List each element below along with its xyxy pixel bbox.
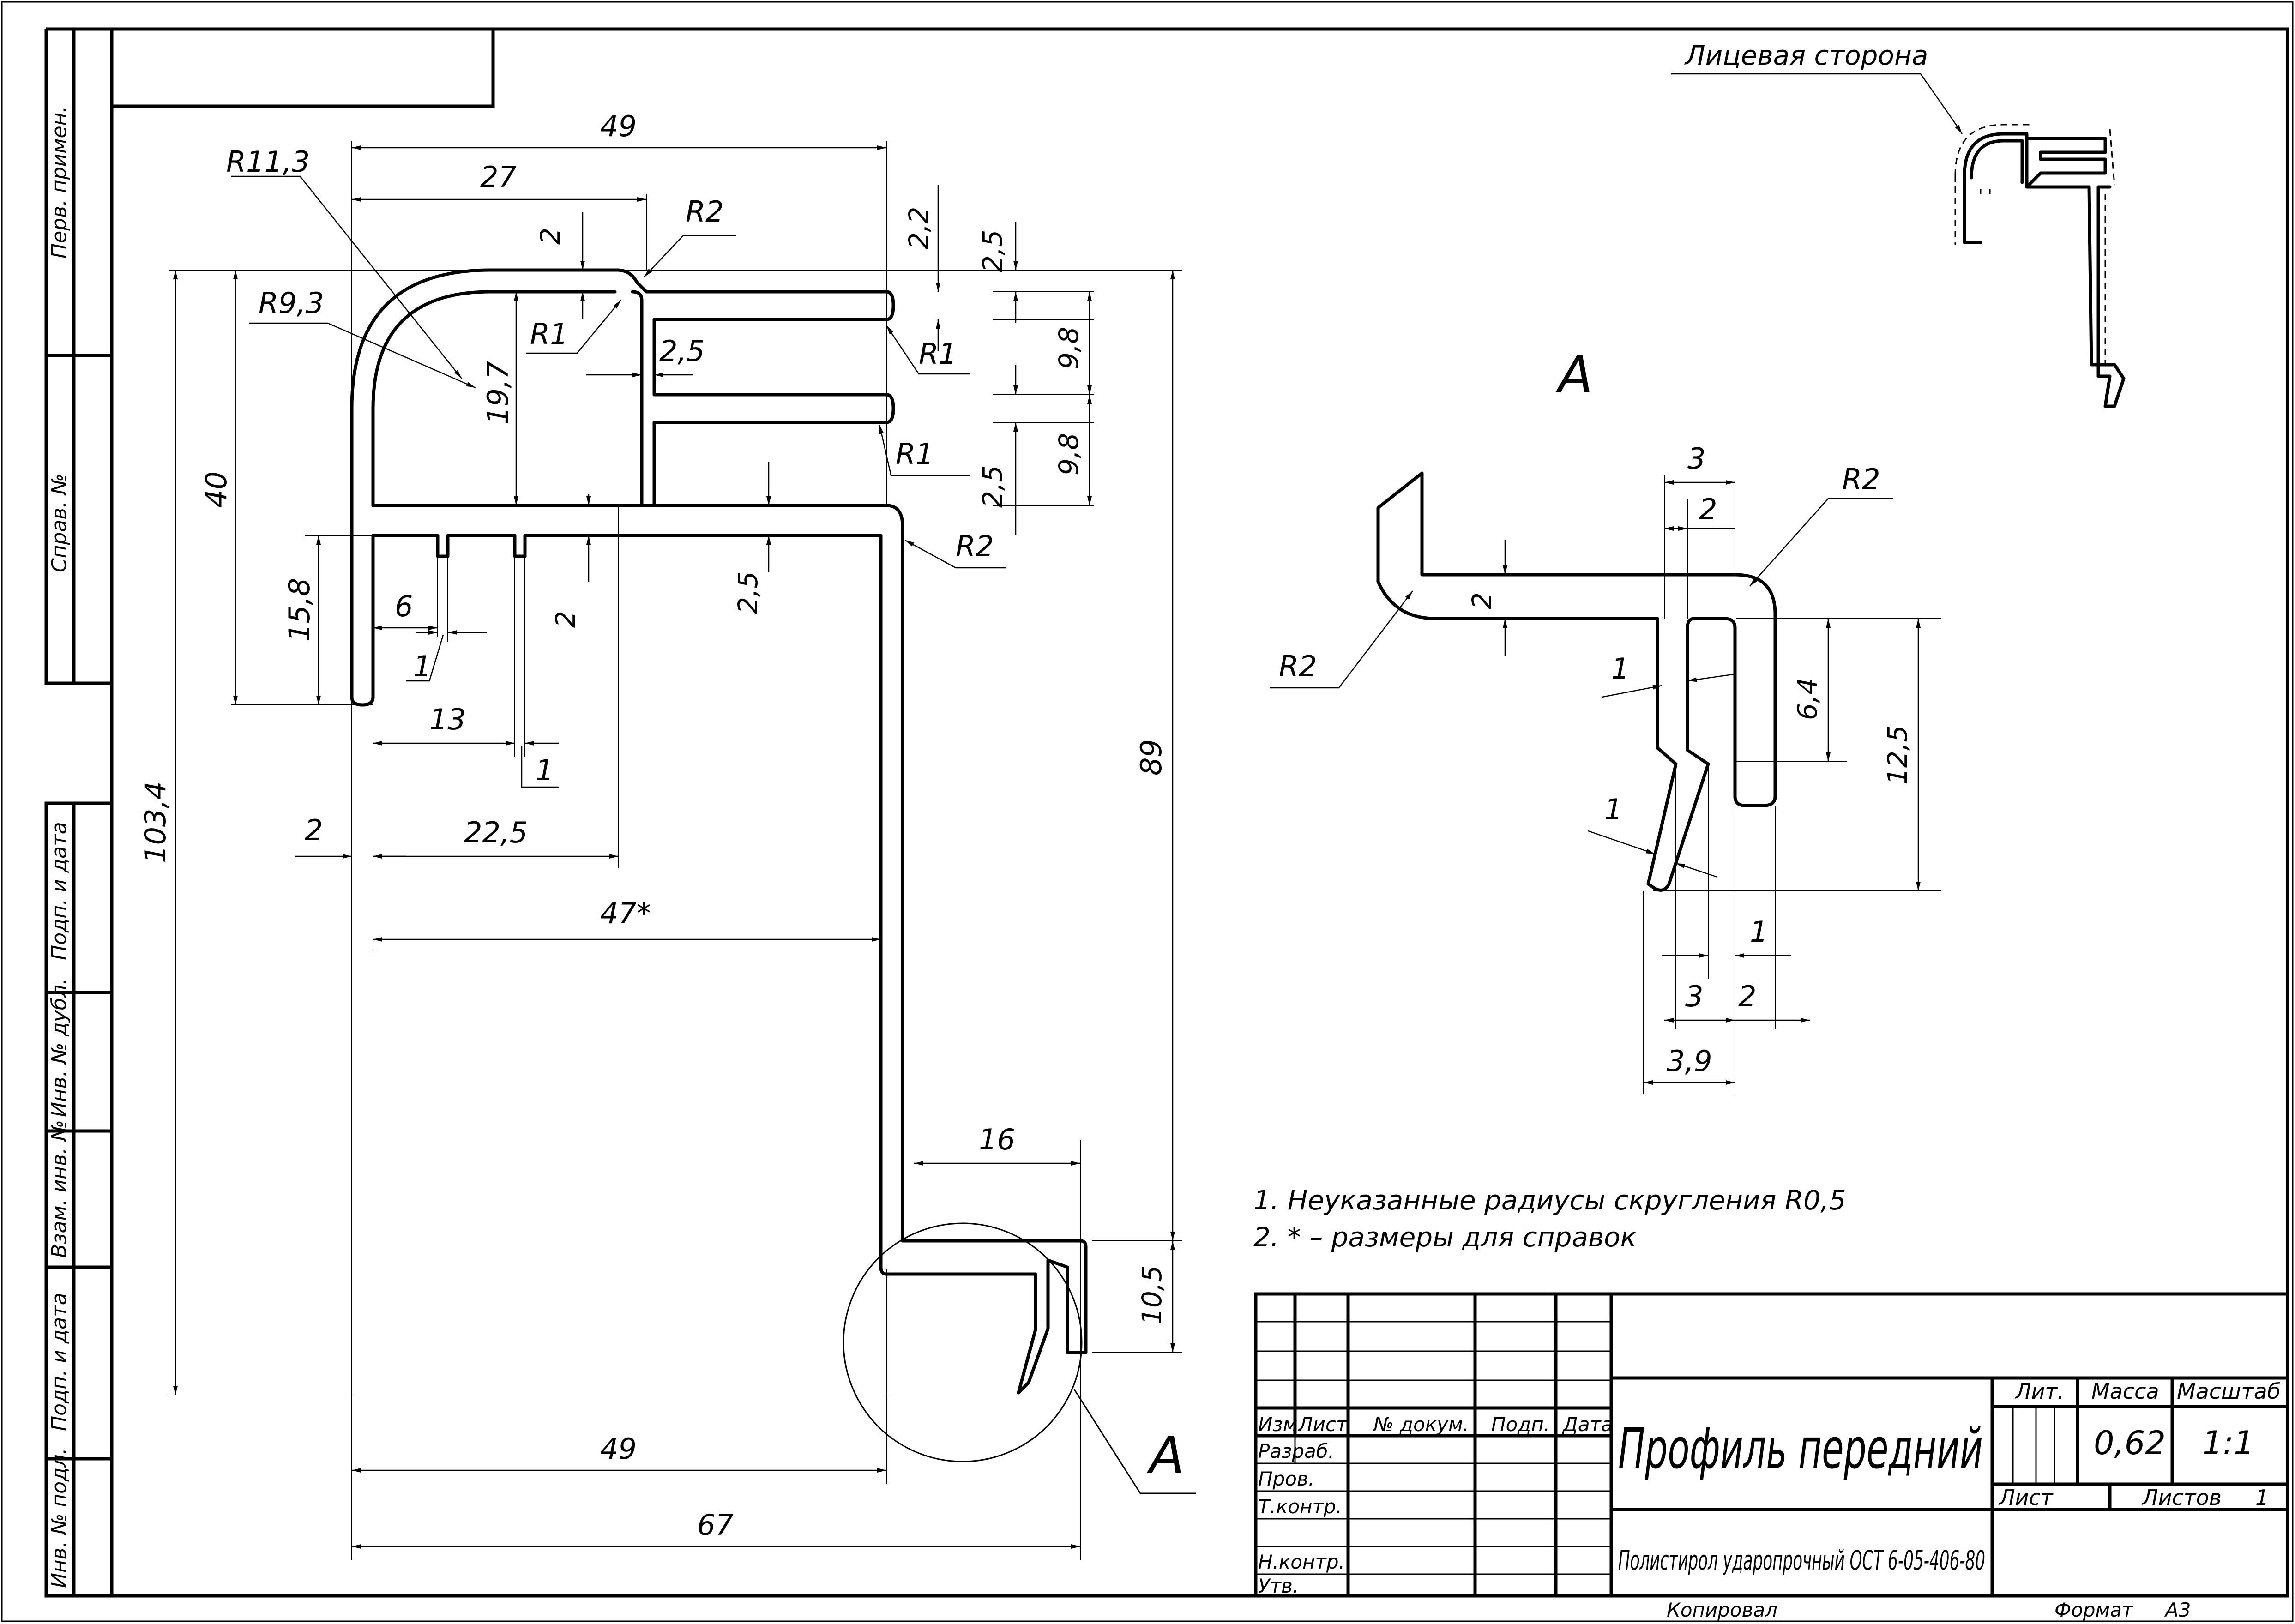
detail-circle-a: А <box>843 1222 1196 1494</box>
format-label: Формат <box>2054 1599 2134 1621</box>
margin-label: Взам. инв. № <box>48 1120 71 1258</box>
dim-label: R9,3 <box>259 286 324 320</box>
face-side-sketch: Лицевая сторона <box>1671 40 2126 408</box>
dim-label: 3 <box>1687 442 1705 475</box>
title-block: Профиль передний Полистирол ударопрочный… <box>1254 1292 2289 1598</box>
left-margin-stamp: Перв. примен. Справ. № Подп. и дата Инв.… <box>44 27 114 1598</box>
dim-label: 19,7 <box>481 361 515 425</box>
dim-label: 1 <box>1611 652 1629 686</box>
dim-label: 3 <box>1685 980 1703 1013</box>
dim-label: 22,5 <box>464 816 528 849</box>
role-tkontr: Т.контр. <box>1258 1495 1342 1518</box>
dim-label: 103,4 <box>139 782 172 864</box>
dim-label: 1 <box>1750 915 1768 949</box>
dim-label: 6 <box>395 589 413 623</box>
dim-label: 2,5 <box>977 230 1008 272</box>
dim-label: R1 <box>530 317 568 351</box>
dim-label: R11,3 <box>226 145 310 179</box>
role-razrab: Разраб. <box>1258 1440 1334 1462</box>
detail-title: А <box>1555 345 1593 404</box>
main-dimensions: 49 27 2 R2 2,2 2,5 R11,3 R9,3 R1 19,7 2, <box>139 109 1182 1560</box>
dim-label: 2,5 <box>659 334 705 368</box>
dim-label: R2 <box>1279 650 1317 683</box>
margin-label: Инв. № дубл. <box>48 978 71 1117</box>
dim-label: 13 <box>429 703 466 736</box>
dim-label: 2,5 <box>977 465 1008 508</box>
material: Полистирол ударопрочный ОСТ 6-05-406-80 <box>1618 1545 1985 1576</box>
mass-value: 0,62 <box>2094 1424 2166 1462</box>
header-mass: Масса <box>2091 1379 2159 1404</box>
margin-label: Справ. № <box>48 474 71 572</box>
sheets-label: Листов <box>2141 1485 2222 1510</box>
dim-label: 2 <box>305 813 323 847</box>
note-line: 2. * – размеры для справок <box>1253 1221 1637 1253</box>
dim-label: 2 <box>1738 980 1756 1013</box>
col-date: Дата <box>1562 1413 1613 1436</box>
dim-label: 1 <box>413 650 431 683</box>
col-sign: Подп. <box>1491 1413 1550 1436</box>
dim-label: 1 <box>536 753 554 787</box>
header-scale: Масштаб <box>2177 1379 2281 1404</box>
dim-label: R2 <box>1842 463 1880 496</box>
margin-label: Подп. и дата <box>48 1293 71 1431</box>
dim-label: R2 <box>956 529 994 563</box>
notes: 1. Неуказанные радиусы скругления R0,5 2… <box>1253 1185 1846 1253</box>
dim-label: 2 <box>1466 592 1498 609</box>
col-doc: № докум. <box>1373 1413 1469 1436</box>
dim-label: 40 <box>199 471 233 508</box>
dim-label: 67 <box>697 1508 734 1542</box>
dim-label: 49 <box>600 1432 637 1466</box>
format-value: А3 <box>2164 1599 2191 1621</box>
face-side-label: Лицевая сторона <box>1684 40 1928 71</box>
margin-label: Инв. № подл. <box>48 1448 71 1588</box>
sheets-count: 1 <box>2255 1485 2269 1510</box>
detail-view-a: А 3 2 R2 2 R2 1 6,4 12,5 1 <box>1270 345 1941 1094</box>
role-prov: Пров. <box>1258 1468 1314 1490</box>
header-lit: Лит. <box>2014 1379 2064 1404</box>
copied-label: Копировал <box>1667 1599 1777 1621</box>
dim-label: 2,5 <box>732 571 764 614</box>
dim-label: 12,5 <box>1882 725 1913 785</box>
margin-label: Подп. и дата <box>48 822 71 960</box>
margin-label: Перв. примен. <box>48 106 71 259</box>
sheet-label: Лист <box>1998 1485 2054 1510</box>
note-line: 1. Неуказанные радиусы скругления R0,5 <box>1253 1185 1846 1216</box>
col-list: Лист <box>1297 1413 1348 1436</box>
dim-label: 27 <box>480 160 517 194</box>
dim-label: 49 <box>600 109 637 143</box>
dim-label: R1 <box>919 337 957 371</box>
dim-label: 9,8 <box>1053 433 1084 475</box>
dim-label: 47* <box>600 896 651 930</box>
dim-label: 9,8 <box>1053 327 1084 369</box>
dim-label: 2 <box>1699 493 1717 526</box>
dim-label: 6,4 <box>1792 678 1823 720</box>
col-izm: Изм. <box>1258 1413 1304 1436</box>
role-nkontr: Н.контр. <box>1258 1551 1345 1573</box>
scale-value: 1:1 <box>2202 1424 2254 1462</box>
dim-label: 1 <box>1604 793 1622 826</box>
dim-label: 15,8 <box>283 578 316 642</box>
dim-label: R2 <box>686 195 724 229</box>
dim-label: 2 <box>535 228 566 245</box>
role-utv: Утв. <box>1258 1575 1299 1597</box>
detail-marker-label: А <box>1147 1426 1184 1485</box>
dim-label: R1 <box>896 437 934 471</box>
dim-label: 16 <box>979 1123 1015 1156</box>
dim-label: 10,5 <box>1136 1265 1168 1325</box>
dim-label: 2 <box>550 611 581 628</box>
part-name: Профиль передний <box>1618 1417 1983 1481</box>
bottom-strip: Копировал Формат А3 <box>1667 1599 2191 1621</box>
dim-label: 89 <box>1134 739 1168 776</box>
dim-label: 3,9 <box>1667 1044 1712 1078</box>
dim-label: 2,2 <box>903 207 934 249</box>
